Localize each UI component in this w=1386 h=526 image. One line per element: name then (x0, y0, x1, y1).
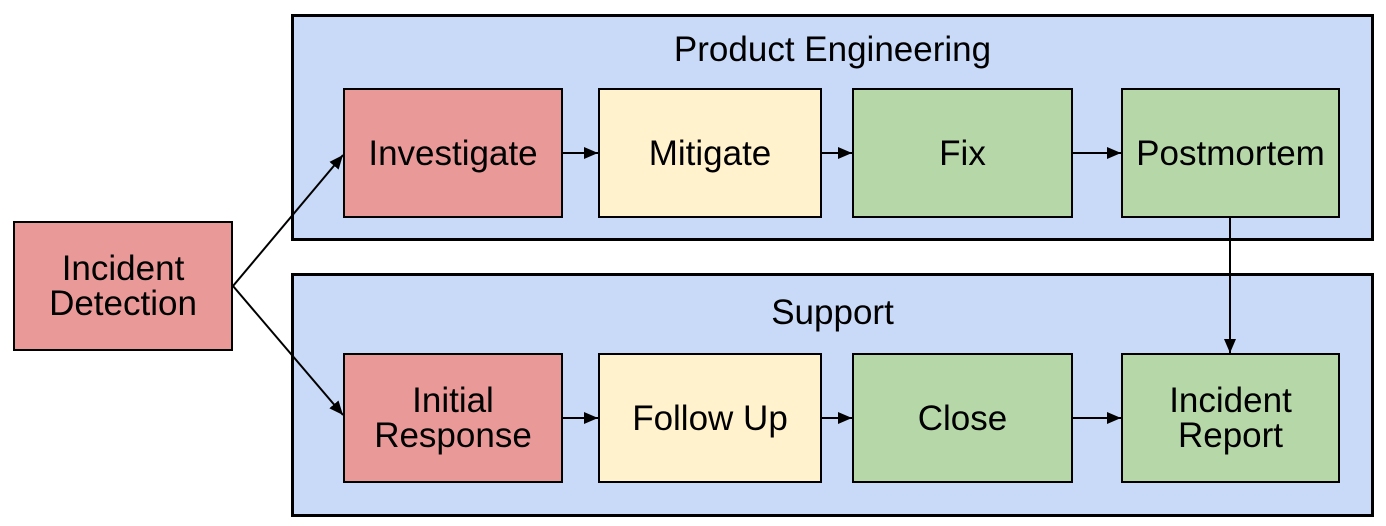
node-incident-detection: Incident Detection (13, 221, 233, 351)
node-label-investigate: Investigate (368, 133, 538, 173)
node-label-fix: Fix (939, 133, 986, 173)
node-label-postmortem: Postmortem (1136, 133, 1325, 173)
lane-title-product-engineering: Product Engineering (673, 30, 992, 69)
node-incident-report: Incident Report (1121, 353, 1340, 483)
node-label-follow-up: Follow Up (632, 398, 788, 438)
node-mitigate: Mitigate (598, 88, 822, 218)
node-initial-response: Initial Response (343, 353, 563, 483)
node-label-close: Close (917, 398, 1008, 438)
node-label-mitigate: Mitigate (648, 133, 772, 173)
node-label-incident-report: Incident Report (1169, 381, 1292, 455)
node-label-incident-detection: Incident Detection (49, 249, 197, 323)
node-postmortem: Postmortem (1121, 88, 1340, 218)
lane-title-support: Support (771, 293, 894, 332)
node-investigate: Investigate (343, 88, 563, 218)
node-label-initial-response: Initial Response (374, 381, 532, 455)
node-follow-up: Follow Up (598, 353, 822, 483)
node-fix: Fix (852, 88, 1073, 218)
node-close: Close (852, 353, 1073, 483)
